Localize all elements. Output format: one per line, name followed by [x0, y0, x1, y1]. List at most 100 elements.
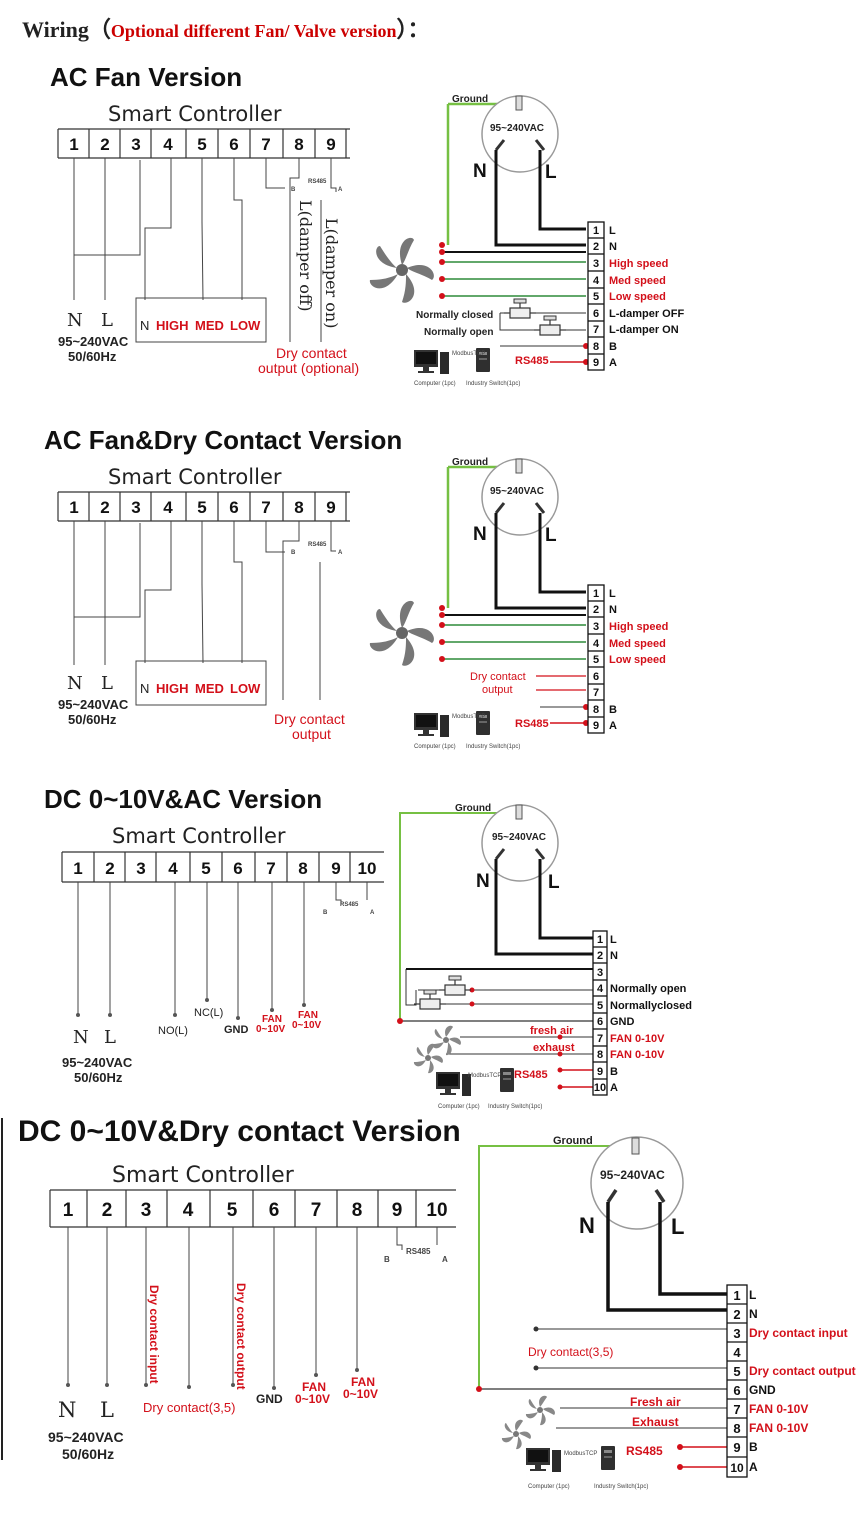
s1-block-9: 9 — [593, 357, 599, 369]
section-dc-ac: DC 0~10V&AC Version Smart Controller 1 2… — [44, 784, 692, 1110]
s1-nc: Normally closed — [416, 310, 493, 321]
s2-term-8: 8 — [294, 498, 303, 517]
s2-block-8: 8 — [593, 704, 599, 716]
s2-term-9: 9 — [326, 498, 335, 517]
s1-wires-right — [442, 150, 586, 363]
s4-block-7: 7 — [733, 1402, 740, 1417]
s3-fan1: FAN — [262, 1014, 282, 1025]
s2-dry-right1: Dry contact — [470, 671, 526, 683]
s4-gnd: GND — [256, 1392, 283, 1406]
s4-rs485-right: RS485 — [626, 1444, 663, 1458]
s4-n: N — [58, 1398, 76, 1422]
s3-n: N — [73, 1027, 89, 1048]
s3-computer-icon — [436, 1072, 471, 1096]
s2-block-1: 1 — [593, 588, 599, 600]
s2-ground: Ground — [452, 457, 488, 468]
s2-controller-label: Smart Controller — [108, 465, 282, 489]
s4-block-10: 10 — [730, 1461, 744, 1475]
s4-dry35: Dry contact(3,5) — [143, 1400, 235, 1415]
s4-fan-exhaust-icon — [501, 1419, 531, 1450]
s3-left-dots — [76, 998, 306, 1020]
s2-right-n: N — [609, 604, 617, 616]
s1-right-low: Low speed — [609, 291, 666, 303]
s4-right-fan7: FAN 0-10V — [749, 1402, 808, 1416]
s1-ground: Ground — [452, 94, 488, 105]
s3-block-9: 9 — [597, 1066, 603, 1078]
s3-outlet-n: N — [476, 871, 490, 892]
s2-left-wires — [73, 521, 336, 706]
s1-term-3: 3 — [131, 135, 140, 154]
s3-block-8: 8 — [597, 1049, 603, 1061]
s3-valve-nc-icon — [413, 989, 447, 1010]
s1-outlet-l: L — [545, 162, 557, 183]
s1-right-damper-on: L-damper ON — [609, 324, 679, 336]
s3-term-4: 4 — [168, 859, 178, 878]
s1-rs485: RS485 — [308, 179, 327, 185]
s2-block-5: 5 — [593, 654, 599, 666]
s3-block-5: 5 — [597, 1000, 603, 1012]
s3-rs485: RS485 — [340, 902, 359, 908]
s2-n: N — [67, 673, 83, 694]
s1-term-4: 4 — [163, 135, 173, 154]
s4-computer: Computer (1pc) — [528, 1484, 570, 1490]
s2-wire-dots — [439, 605, 589, 726]
s4-right-b: B — [749, 1440, 758, 1454]
s1-left-wires — [73, 158, 337, 343]
s1-voltage: 95~240VAC — [58, 334, 129, 349]
s2-b: B — [291, 550, 296, 556]
s1-nh-med: MED — [195, 318, 224, 333]
s2-right-high: High speed — [609, 621, 668, 633]
s1-switch: Industry Switch(1pc) — [466, 381, 520, 387]
s4-term-9: 9 — [392, 1200, 403, 1221]
s1-valve-no-icon — [533, 315, 567, 336]
s2-rs485-right: RS485 — [515, 718, 549, 730]
s1-computer-icon — [414, 350, 449, 374]
section-ac-fan: AC Fan Version Smart Controller 1 2 3 4 … — [50, 62, 684, 387]
s3-term-2: 2 — [105, 859, 114, 878]
s3-title: DC 0~10V&AC Version — [44, 784, 322, 814]
s3-block-3: 3 — [597, 967, 603, 979]
s1-dry1: Dry contact — [276, 345, 347, 361]
s4-term-3: 3 — [141, 1200, 152, 1221]
s1-block-6: 6 — [593, 308, 599, 320]
s1-block — [587, 221, 605, 371]
s4-term-1: 1 — [63, 1200, 74, 1221]
s2-rs485: RS485 — [308, 542, 327, 548]
s1-right-l: L — [609, 225, 616, 237]
s1-nh-high: HIGH — [156, 318, 189, 333]
s4-fan1: FAN — [302, 1380, 326, 1394]
s4-voltage: 95~240VAC — [48, 1429, 124, 1445]
s4-dry35-right: Dry contact(3,5) — [528, 1345, 613, 1359]
s2-computer-icon — [414, 713, 449, 737]
s3-block-2: 2 — [597, 950, 603, 962]
s4-supply: 95~240VAC — [600, 1168, 665, 1182]
s2-dry1: Dry contact — [274, 711, 345, 727]
s4-fan1-range: 0~10V — [295, 1392, 330, 1406]
s3-block-6: 6 — [597, 1016, 603, 1028]
s3-outlet-l: L — [548, 872, 560, 893]
s2-right-med: Med speed — [609, 638, 666, 650]
s3-fan2: FAN — [298, 1010, 318, 1021]
s3-block-1: 1 — [597, 934, 603, 946]
s3-term-8: 8 — [298, 859, 307, 878]
s3-freq: 50/60Hz — [74, 1070, 123, 1085]
s3-exhaust: exhaust — [533, 1042, 575, 1054]
s1-valve-nc-icon — [503, 298, 537, 319]
s4-block-5: 5 — [733, 1364, 740, 1379]
s2-block — [587, 584, 605, 734]
s4-term-10: 10 — [426, 1200, 447, 1221]
s2-block-7: 7 — [593, 687, 599, 699]
s4-title: DC 0~10V&Dry contact Version — [18, 1115, 461, 1148]
s3-nc-l: NC(L) — [194, 1007, 223, 1019]
s2-term-3: 3 — [131, 498, 140, 517]
s4-term-7: 7 — [311, 1200, 322, 1221]
s2-right-low: Low speed — [609, 654, 666, 666]
header-open-paren: （ — [88, 17, 111, 42]
s4-right-gnd: GND — [749, 1383, 776, 1397]
s1-nh-low: LOW — [230, 318, 261, 333]
s2-freq: 50/60Hz — [68, 712, 117, 727]
s4-term-4: 4 — [183, 1200, 194, 1221]
s3-block-4: 4 — [597, 983, 604, 995]
s3-supply: 95~240VAC — [492, 832, 546, 843]
